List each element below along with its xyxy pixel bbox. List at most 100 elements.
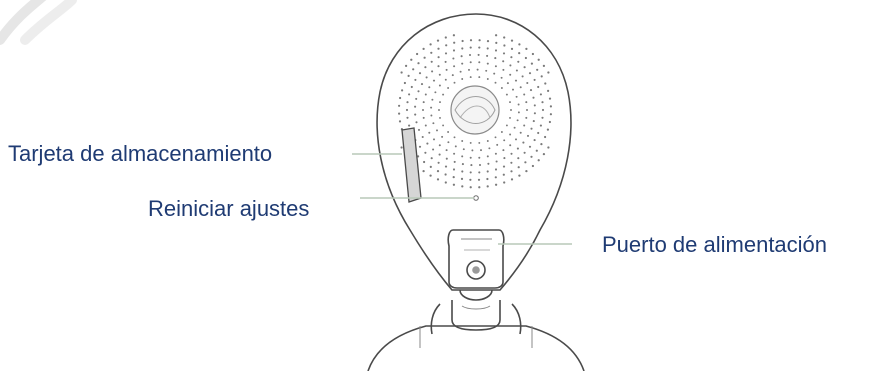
speaker-dot bbox=[445, 68, 448, 71]
speaker-dot bbox=[515, 69, 518, 72]
speaker-dot bbox=[500, 76, 503, 79]
speaker-dot bbox=[478, 141, 481, 144]
speaker-dot bbox=[536, 68, 539, 71]
speaker-dot bbox=[444, 78, 447, 81]
speaker-dot bbox=[524, 56, 528, 60]
speaker-dot bbox=[424, 93, 427, 96]
speaker-dot bbox=[537, 58, 540, 61]
speaker-dot bbox=[417, 155, 420, 158]
speaker-dot bbox=[445, 157, 448, 160]
speaker-dot bbox=[471, 149, 474, 152]
speaker-dot bbox=[532, 120, 535, 123]
speaker-dot bbox=[506, 82, 509, 85]
speaker-dot bbox=[529, 89, 533, 92]
speaker-dot bbox=[510, 47, 514, 51]
speaker-dot bbox=[547, 71, 550, 74]
speaker-dot bbox=[429, 43, 432, 46]
speaker-dot bbox=[486, 62, 489, 65]
speaker-dot bbox=[436, 178, 440, 181]
speaker-dot bbox=[422, 116, 425, 119]
speaker-dot bbox=[548, 97, 552, 100]
speaker-dot bbox=[414, 78, 417, 81]
speaker-dot bbox=[514, 138, 518, 141]
speaker-dot bbox=[537, 131, 540, 135]
speaker-dot bbox=[431, 70, 434, 73]
speaker-dot bbox=[415, 97, 418, 100]
speaker-dot bbox=[407, 74, 410, 77]
speaker-dot bbox=[486, 40, 490, 43]
speaker-dot bbox=[509, 64, 512, 67]
speaker-dot bbox=[442, 93, 445, 96]
speaker-dot bbox=[408, 93, 411, 96]
speaker-dot bbox=[539, 93, 542, 96]
speaker-dot bbox=[494, 34, 498, 37]
speaker-dot bbox=[430, 157, 433, 160]
speaker-dot bbox=[510, 109, 512, 111]
speaker-dot bbox=[430, 51, 433, 54]
speaker-dot bbox=[525, 101, 528, 104]
speaker-dot bbox=[510, 56, 513, 59]
speaker-dot bbox=[533, 104, 536, 107]
speaker-dot bbox=[496, 143, 499, 146]
speaker-dot bbox=[417, 128, 421, 131]
speaker-dot bbox=[398, 120, 402, 123]
speaker-dot bbox=[540, 143, 543, 146]
speaker-dot bbox=[441, 135, 444, 138]
speaker-dot bbox=[428, 86, 431, 89]
speaker-grille bbox=[398, 34, 553, 189]
speaker-dot bbox=[461, 78, 464, 80]
speaker-dot bbox=[468, 68, 470, 71]
speaker-dot bbox=[436, 129, 438, 132]
speaker-dot bbox=[478, 156, 481, 159]
speaker-dot bbox=[423, 160, 426, 164]
speaker-dot bbox=[462, 148, 465, 151]
speaker-dot bbox=[468, 53, 472, 57]
speaker-dot bbox=[439, 116, 441, 119]
speaker-dot bbox=[514, 79, 518, 82]
speaker-dot bbox=[509, 144, 512, 147]
speaker-dot bbox=[461, 47, 464, 50]
speaker-dot bbox=[452, 49, 456, 52]
speaker-dot bbox=[438, 153, 441, 156]
speaker-dot bbox=[502, 173, 505, 176]
speaker-dot bbox=[541, 116, 544, 119]
speaker-dot bbox=[486, 140, 489, 142]
speaker-dot bbox=[422, 101, 425, 104]
speaker-dot bbox=[523, 124, 526, 127]
speaker-dot bbox=[549, 113, 553, 116]
speaker-dot bbox=[406, 116, 409, 119]
speaker-dot bbox=[488, 147, 491, 150]
speaker-dot bbox=[425, 76, 428, 79]
speaker-dot bbox=[541, 108, 545, 112]
speaker-dot bbox=[406, 101, 409, 104]
speaker-dot bbox=[414, 105, 417, 108]
speaker-dot bbox=[522, 141, 525, 144]
speaker-dot bbox=[518, 174, 521, 177]
speaker-dot bbox=[505, 124, 508, 127]
camera-stand bbox=[367, 289, 585, 371]
speaker-dot bbox=[544, 135, 547, 139]
speaker-dot bbox=[486, 78, 489, 80]
speaker-dot bbox=[437, 47, 440, 50]
speaker-dot bbox=[517, 111, 520, 114]
speaker-dot bbox=[509, 73, 512, 76]
speaker-dot bbox=[519, 86, 522, 89]
speaker-dot bbox=[549, 105, 553, 108]
speaker-dot bbox=[494, 152, 497, 155]
speaker-dot bbox=[537, 159, 540, 162]
speaker-dot bbox=[452, 57, 455, 60]
speaker-dot bbox=[503, 139, 506, 142]
center-medallion bbox=[450, 85, 500, 135]
speaker-dot bbox=[453, 152, 456, 155]
speaker-dot bbox=[412, 68, 415, 71]
speaker-dot bbox=[430, 114, 433, 117]
speaker-dot bbox=[494, 49, 498, 52]
speaker-dot bbox=[420, 83, 424, 86]
speaker-dot bbox=[480, 149, 482, 152]
speaker-dot bbox=[533, 112, 536, 115]
speaker-dot bbox=[478, 186, 481, 189]
speaker-dot bbox=[547, 89, 550, 92]
speaker-dot bbox=[432, 148, 435, 151]
